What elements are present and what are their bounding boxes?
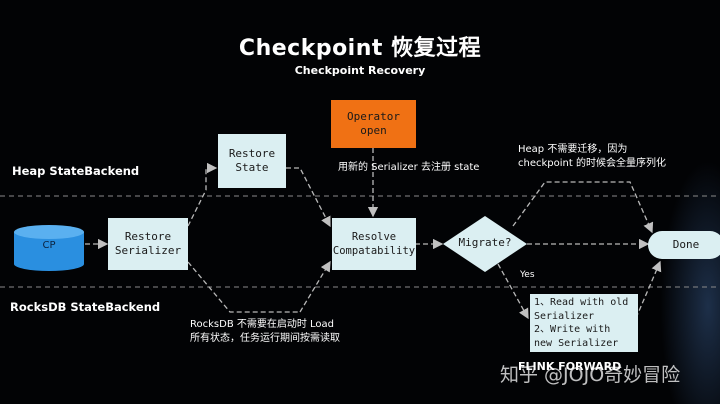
page-title: Checkpoint 恢复过程	[238, 36, 482, 61]
edge-migration-box-done	[635, 260, 662, 319]
background-glow	[660, 160, 720, 404]
migrate-label: Migrate?	[458, 236, 512, 249]
operator-open-box: Operator open	[331, 100, 416, 148]
resolve-compatability-box: Resolve Compatability	[332, 218, 416, 270]
yes-label: Yes	[520, 270, 535, 280]
migration-steps-box: 1、Read with old Serializer 2、Write with …	[530, 294, 638, 352]
restore-state-box: Restore State	[218, 134, 286, 188]
edge-rocks-resolve	[299, 260, 331, 313]
cp-label: CP	[42, 240, 56, 251]
done-label: Done	[672, 238, 700, 251]
lane-label-heap: Heap StateBackend	[12, 164, 140, 178]
page-subtitle: Checkpoint Recovery	[294, 64, 426, 77]
edge-serializer-rocks-path	[187, 261, 300, 313]
database-icon	[14, 225, 84, 271]
restore-serializer-box: Restore Serializer	[108, 218, 188, 270]
lane-label-rocksdb: RocksDB StateBackend	[10, 300, 161, 314]
edge-restore-state-resolve	[286, 167, 331, 228]
edge-migrate-migration-box	[497, 263, 529, 320]
migrate-diamond	[443, 216, 527, 272]
done-pill	[648, 231, 720, 259]
cp-cylinder: CP	[12, 224, 86, 272]
note-rocksdb-lazy-load: RocksDB 不需要在启动时 Load 所有状态，任务运行期间按需读取	[190, 319, 340, 344]
flink-forward-logo: FLINK FORWARD	[518, 360, 622, 373]
watermark: 知乎 @JOJO奇妙冒险	[500, 364, 681, 386]
note-heap-no-migration: Heap 不需要迁移，因为 checkpoint 的时候会全量序列化	[518, 144, 666, 169]
note-new-serializer: 用新的 Serializer 去注册 state	[338, 162, 480, 173]
edge-serializer-restore-state	[187, 162, 218, 227]
edge-migrate-heap-done	[512, 181, 654, 234]
